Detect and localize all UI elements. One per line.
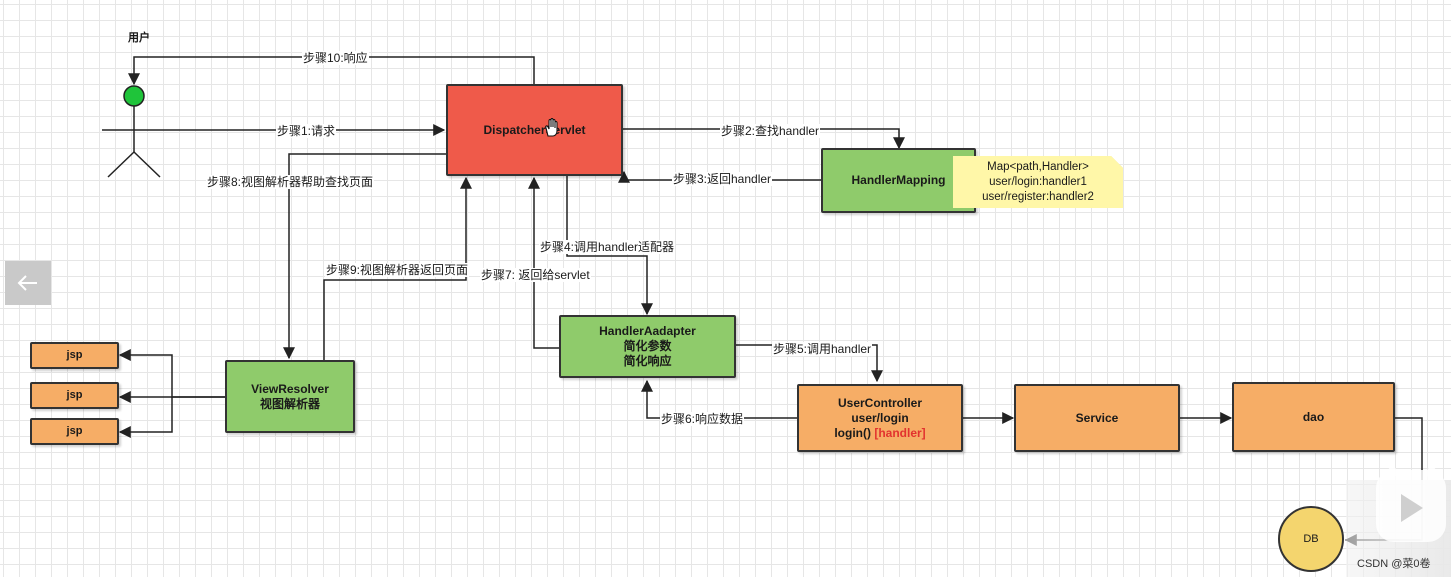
dao-node[interactable]: dao	[1232, 382, 1395, 452]
jsp-label: jsp	[66, 425, 83, 437]
jsp-node[interactable]: jsp	[30, 418, 119, 445]
back-button[interactable]	[5, 261, 51, 305]
db-node[interactable]: DB	[1278, 506, 1344, 572]
jsp-node[interactable]: jsp	[30, 382, 119, 409]
jsp-node[interactable]: jsp	[30, 342, 119, 369]
arrow-step8	[283, 153, 446, 360]
arrow-left-icon	[17, 275, 37, 291]
step5-label: 步骤5:调用handler	[772, 342, 873, 356]
step4-label: 步骤4:调用handler适配器	[539, 240, 676, 254]
view-resolver-title: ViewResolver	[251, 381, 329, 396]
note-line: user/register:handler2	[982, 190, 1094, 203]
step6-label: 步骤6:响应数据	[660, 412, 745, 426]
user-controller-method: login() [handler]	[834, 425, 926, 440]
dispatcher-servlet-node[interactable]: DispatcherServlet	[446, 84, 623, 176]
handler-mapping-label: HandlerMapping	[851, 173, 946, 187]
step2-label: 步骤2:查找handler	[720, 124, 821, 138]
watermark-text: CSDN @菜0卷	[1357, 558, 1431, 570]
arrow-step4	[566, 176, 653, 316]
user-label: 用户	[128, 32, 150, 44]
handler-mapping-node[interactable]: HandlerMapping	[821, 148, 976, 213]
user-controller-node[interactable]: UserController user/login login() [handl…	[797, 384, 963, 452]
user-controller-title: UserController	[837, 395, 923, 410]
step3-label: 步骤3:返回handler	[672, 172, 773, 186]
view-resolver-node[interactable]: ViewResolver 视图解析器	[225, 360, 355, 433]
arrow-step7	[528, 176, 560, 349]
view-resolver-subtitle: 视图解析器	[259, 396, 320, 411]
jsp-label: jsp	[66, 389, 83, 401]
handler-adapter-title: HandlerAadapter	[599, 324, 696, 338]
step7-label: 步骤7: 返回给servlet	[480, 268, 591, 282]
arrow-step2	[623, 128, 905, 150]
arrow-jsp-3	[118, 397, 173, 438]
note-line: user/login:handler1	[989, 175, 1087, 188]
handler-adapter-line: 简化参数	[623, 339, 672, 353]
handler-tag: [handler]	[874, 425, 926, 440]
step10-label: 步骤10:响应	[302, 51, 369, 65]
arrow-jsp-1	[118, 349, 225, 398]
note-line: Map<path,Handler>	[987, 160, 1089, 173]
service-node[interactable]: Service	[1014, 384, 1180, 452]
step8-label: 步骤8:视图解析器帮助查找页面	[206, 175, 375, 189]
user-figure	[102, 85, 166, 178]
step9-label: 步骤9:视图解析器返回页面	[325, 263, 470, 277]
step1-label: 步骤1:请求	[276, 124, 337, 138]
dispatcher-servlet-label: DispatcherServlet	[483, 122, 586, 137]
dao-label: dao	[1302, 409, 1325, 424]
handler-map-note: Map<path,Handler> user/login:handler1 us…	[953, 156, 1123, 208]
arrow-step9	[323, 176, 472, 360]
db-label: DB	[1303, 533, 1319, 545]
cursor-icon	[545, 118, 558, 137]
jsp-label: jsp	[66, 349, 83, 361]
handler-adapter-node[interactable]: HandlerAadapter 简化参数 简化响应	[559, 315, 736, 378]
handler-adapter-line: 简化响应	[623, 354, 672, 368]
play-logo-icon	[1376, 457, 1446, 542]
arrow-step6	[641, 379, 798, 419]
service-label: Service	[1075, 410, 1119, 425]
user-controller-path: user/login	[851, 410, 909, 425]
